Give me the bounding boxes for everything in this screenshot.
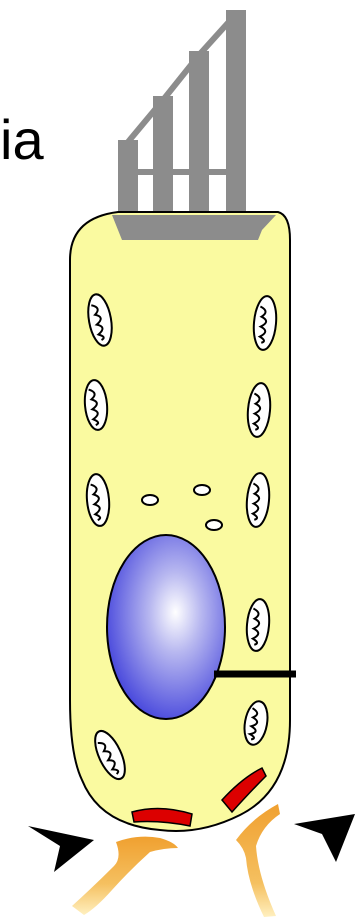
nucleus [107,535,225,719]
nerve-fiber-right [236,804,280,917]
tip-links [128,14,236,172]
stereocilium-2 [153,96,173,230]
stereocilium-4 [226,10,246,230]
arrowhead-left-icon [28,826,94,872]
vesicle [194,485,210,495]
cuticular-plate [112,215,276,240]
stereocilia-bundle [118,10,246,230]
stereocilium-3 [189,51,209,230]
vesicle [206,520,222,530]
vesicle [142,495,158,505]
nerve-fiber-left [72,837,178,915]
cilia-label-fragment: ia [0,112,44,168]
arrowhead-right-icon [294,814,355,862]
